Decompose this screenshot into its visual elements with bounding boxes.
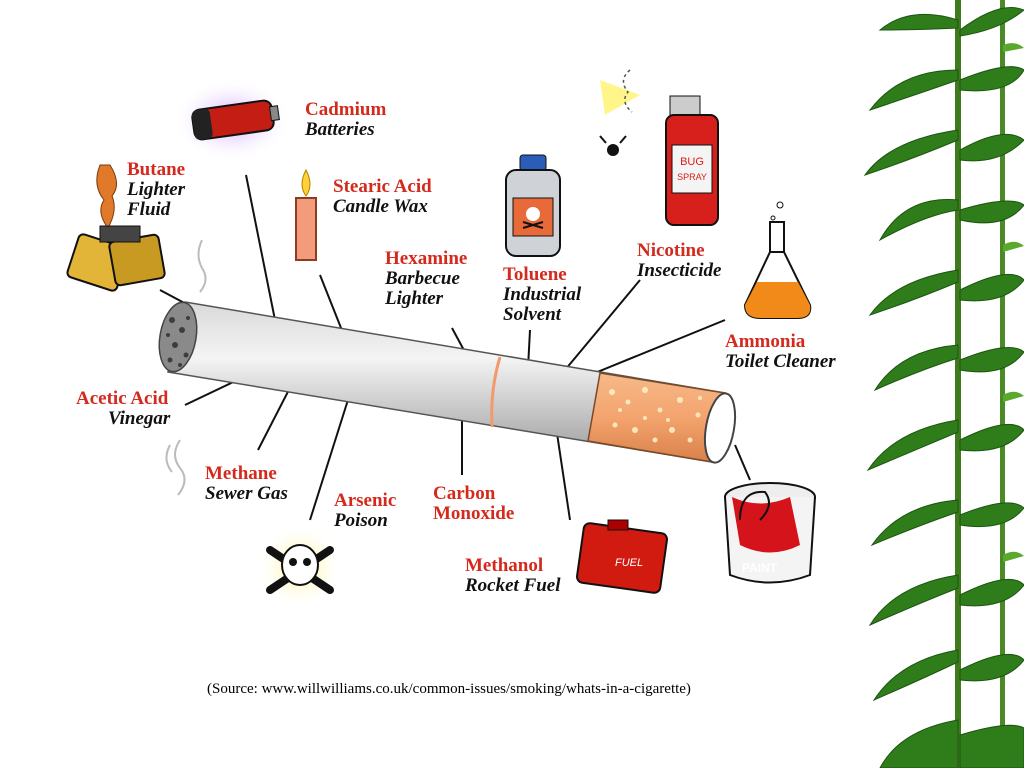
chemical-use: Sewer Gas <box>205 482 288 504</box>
chemical-name: Acetic Acid <box>76 388 169 409</box>
bug-spray-icon: BUG SPRAY <box>599 69 719 226</box>
chemical-use: Vinegar <box>108 407 171 429</box>
battery-icon <box>172 78 292 162</box>
label-nicotine: Nicotine Insecticide <box>637 241 721 281</box>
toluene-bottle-icon <box>505 154 561 257</box>
spray-can-text-1: BUG <box>680 156 704 168</box>
flask-icon <box>743 201 812 319</box>
filter-speckles <box>609 387 702 443</box>
chemical-use: Rocket Fuel <box>465 574 561 596</box>
chemical-name-line-2: Monoxide <box>433 502 515 524</box>
chemical-use: Industrial <box>503 283 582 305</box>
chemical-use: Batteries <box>305 118 375 140</box>
source-citation: (Source: www.willwilliams.co.uk/common-i… <box>207 681 691 697</box>
lighter-icon <box>66 164 166 292</box>
chemical-name: Butane <box>127 159 186 180</box>
smoke-squiggles <box>165 239 207 496</box>
chemical-name: Stearic Acid <box>333 176 432 197</box>
chemical-name: Carbon <box>433 483 496 504</box>
chemical-name: Hexamine <box>385 248 468 269</box>
fuel-can-icon: FUEL <box>576 519 668 594</box>
label-hexamine: Hexamine Barbecue Lighter <box>385 249 467 309</box>
label-carbon-monoxide: Carbon Monoxide <box>433 484 514 524</box>
label-cadmium: Cadmium Batteries <box>305 100 386 140</box>
cigarette <box>158 301 737 464</box>
paint-can-text: PAINT <box>742 561 778 575</box>
chemical-name: Methane <box>205 463 277 484</box>
fuel-can-text: FUEL <box>615 557 643 569</box>
chemical-use-line-2: Fluid <box>127 198 171 220</box>
label-butane: Butane Lighter Fluid <box>127 160 185 220</box>
spray-can-text-2: SPRAY <box>677 172 707 182</box>
paint-can-icon: PAINT <box>724 482 816 584</box>
chemical-name: Toluene <box>503 264 567 285</box>
candle-icon <box>295 168 317 261</box>
chemical-use-line-2: Solvent <box>503 303 562 325</box>
chemical-use: Poison <box>334 509 388 531</box>
ash-texture <box>166 316 190 367</box>
label-methanol: Methanol Rocket Fuel <box>465 556 561 596</box>
label-arsenic: Arsenic Poison <box>334 491 396 531</box>
chemical-name: Arsenic <box>334 490 397 511</box>
chemical-use: Toilet Cleaner <box>725 350 836 372</box>
chemical-name: Methanol <box>465 555 544 576</box>
chemical-name: Nicotine <box>637 240 705 261</box>
label-acetic-acid: Acetic Acid Vinegar <box>76 389 170 429</box>
chemical-use: Barbecue <box>385 267 460 289</box>
label-methane: Methane Sewer Gas <box>205 464 288 504</box>
chemical-name: Cadmium <box>305 99 387 120</box>
label-toluene: Toluene Industrial Solvent <box>503 265 581 325</box>
chemical-use: Candle Wax <box>333 195 428 217</box>
skull-crossbones-icon <box>258 524 342 608</box>
bamboo-leaves-decoration <box>863 0 1024 768</box>
label-ammonia: Ammonia Toilet Cleaner <box>725 332 836 372</box>
chemical-use: Lighter <box>127 178 186 200</box>
chemical-name: Ammonia <box>725 331 806 352</box>
label-stearic-acid: Stearic Acid Candle Wax <box>333 177 432 217</box>
chemical-use: Insecticide <box>637 259 722 281</box>
chemical-use-line-2: Lighter <box>385 287 444 309</box>
